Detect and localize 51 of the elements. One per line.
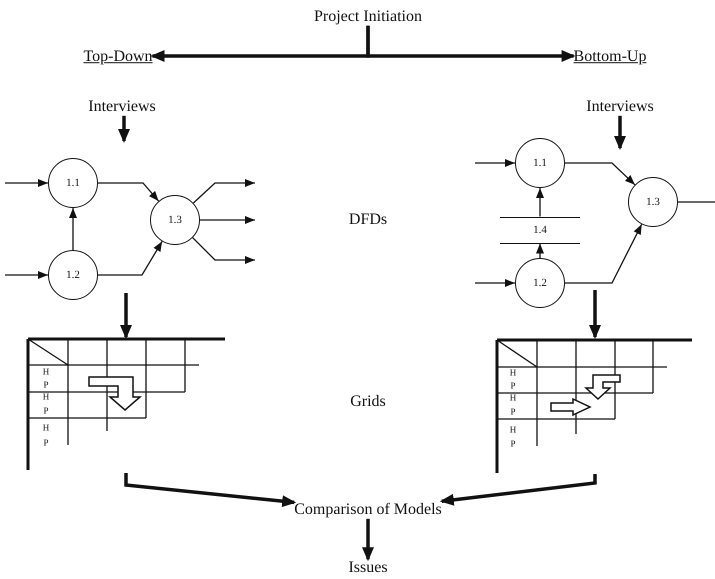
process-circle: 1.2 (515, 258, 565, 308)
process-circle: 1.3 (150, 195, 200, 245)
arrow (200, 216, 255, 224)
arrow (366, 26, 576, 62)
process-circle: 1.1 (515, 138, 565, 188)
row-label: H (42, 368, 50, 376)
connector-line (678, 201, 715, 203)
row-label: P (44, 406, 48, 416)
stage-label: DFDs (348, 211, 388, 229)
column-heading: Bottom-Up (574, 48, 646, 66)
arrow (192, 179, 255, 204)
row-label: P (510, 440, 516, 448)
arrow (536, 244, 544, 258)
row-label: P (510, 408, 516, 416)
arrow (5, 271, 48, 279)
row-label: P (510, 382, 516, 390)
row-label: H (510, 426, 516, 434)
row-label: H (42, 424, 50, 432)
arrow (536, 188, 544, 216)
process-circle: 1.2 (48, 250, 98, 300)
arrow (589, 290, 601, 339)
arrow (124, 473, 296, 508)
stage-label: Interviews (586, 98, 654, 116)
process-circle: 1.1 (48, 158, 98, 208)
row-label: H (42, 392, 50, 402)
arrow (120, 293, 132, 339)
arrow (69, 208, 77, 250)
row-label: P (44, 380, 48, 390)
arrow (192, 237, 255, 264)
stage-label: Grids (350, 393, 386, 411)
arrow (5, 179, 48, 187)
row-label: P (44, 438, 48, 448)
row-label: H (510, 394, 516, 402)
arrow (565, 162, 636, 186)
arrow (440, 474, 597, 506)
arrow (362, 518, 374, 562)
arrow (98, 241, 163, 276)
process-circle: 1.3 (628, 177, 678, 227)
stage-label: Issues (348, 559, 388, 577)
title-text: Project Initiation (314, 8, 422, 26)
stage-label: Interviews (88, 98, 156, 116)
arrow (475, 279, 515, 287)
stage-label: Comparison of Models (294, 501, 442, 519)
arrow (565, 224, 642, 284)
data-store: 1.4 (500, 216, 580, 244)
arrow (98, 182, 160, 202)
arrow (614, 116, 626, 150)
arrow (475, 159, 515, 167)
arrow (118, 116, 130, 143)
column-heading: Top-Down (83, 48, 153, 66)
row-label: H (510, 368, 516, 378)
